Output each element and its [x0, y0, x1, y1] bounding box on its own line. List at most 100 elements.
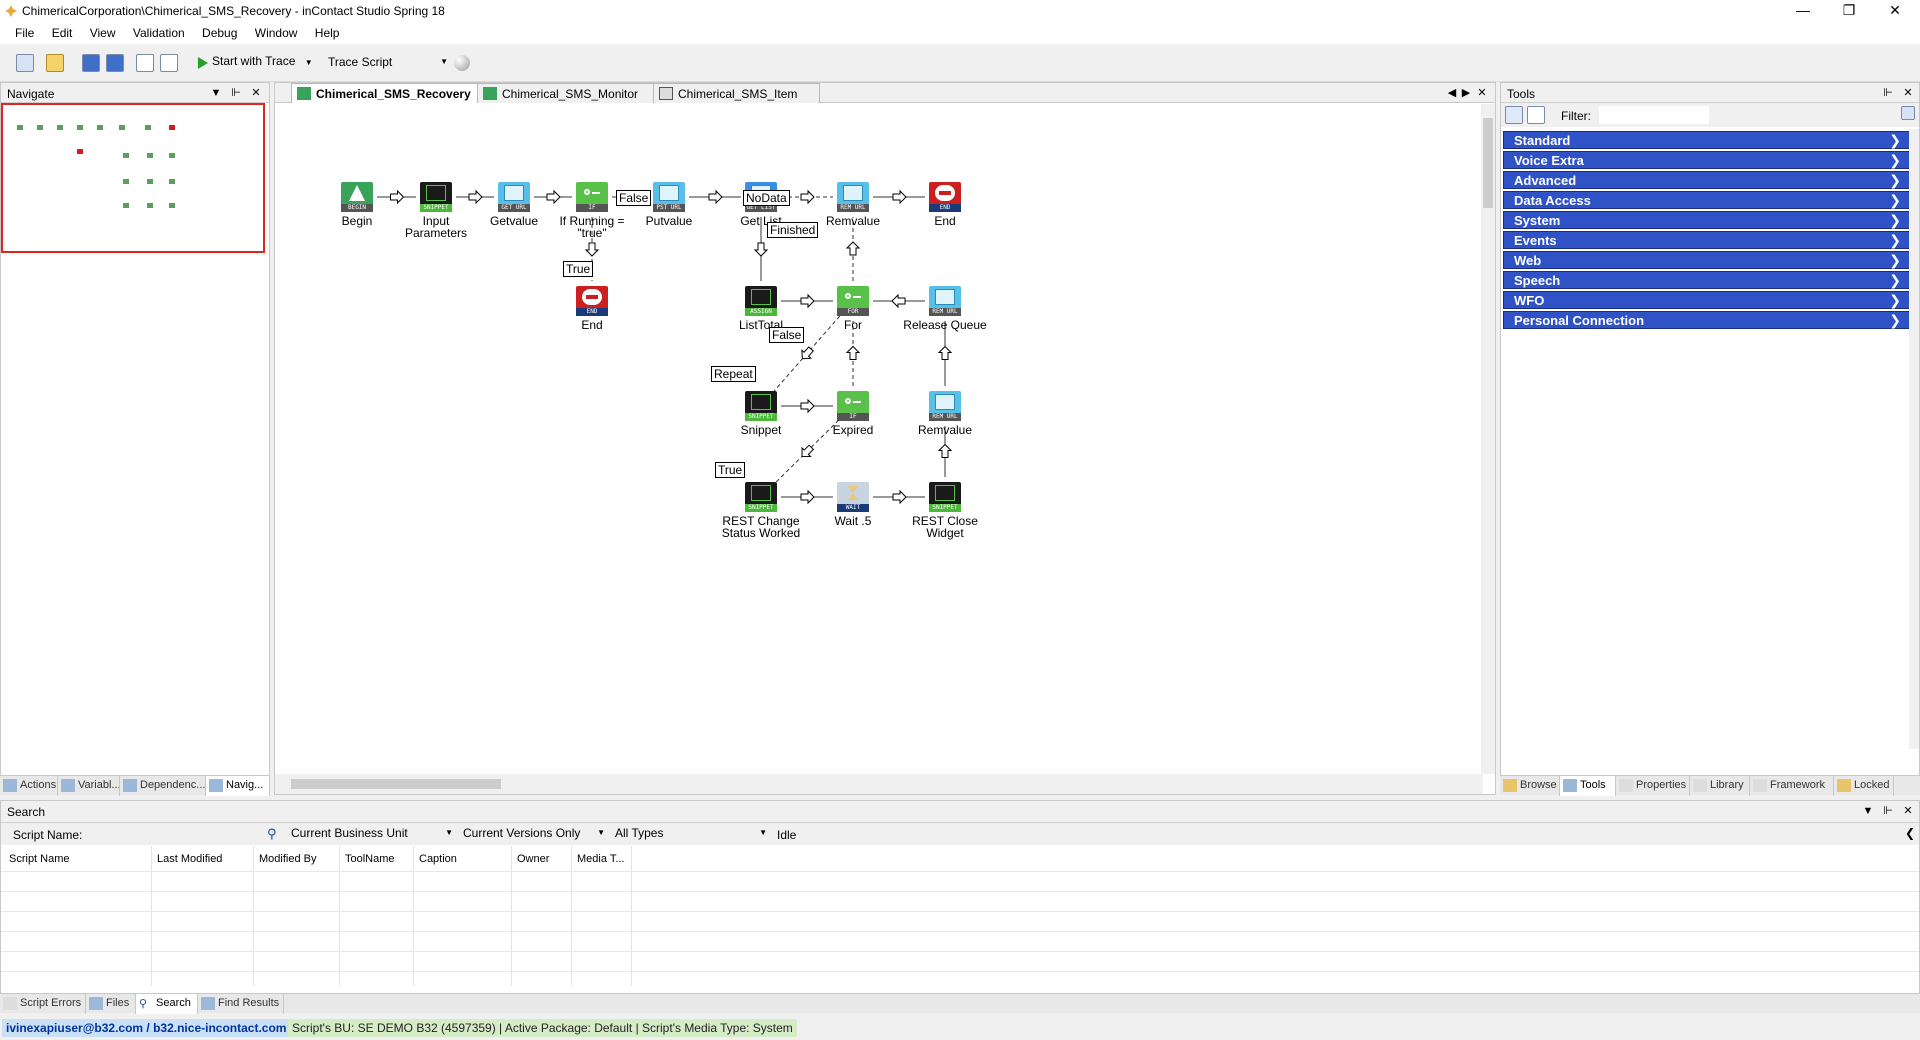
- tab-search[interactable]: ⚲Search: [136, 994, 198, 1014]
- menu-validation[interactable]: Validation: [132, 26, 185, 40]
- categorized-icon[interactable]: [1505, 106, 1523, 124]
- tab-chimerical-sms-monitor[interactable]: Chimerical_SMS_Monitor: [477, 83, 662, 103]
- tab-library[interactable]: Library: [1690, 776, 1750, 796]
- column-toolname[interactable]: ToolName: [345, 853, 395, 865]
- navigate-preview[interactable]: [1, 103, 265, 253]
- tab-actions[interactable]: Actions: [0, 776, 58, 796]
- column-modified-by[interactable]: Modified By: [259, 853, 317, 865]
- dropdown-icon[interactable]: ▼: [1862, 805, 1874, 817]
- tab-framework[interactable]: Framework: [1750, 776, 1834, 796]
- tab-chimerical-sms-item[interactable]: Chimerical_SMS_Item: [653, 83, 821, 103]
- tool-category-standard[interactable]: Standard❯: [1503, 131, 1910, 149]
- new-script-icon[interactable]: [16, 54, 34, 72]
- flow-node[interactable]: IF: [576, 182, 608, 212]
- vertical-scrollbar[interactable]: [1481, 104, 1495, 774]
- flow-node[interactable]: BEGIN: [341, 182, 373, 212]
- versions-dropdown[interactable]: Current Versions Only▼: [463, 826, 609, 844]
- column-script-name[interactable]: Script Name: [9, 853, 70, 865]
- search-icon[interactable]: ⚲: [267, 826, 277, 841]
- pin-icon[interactable]: ⊩: [1883, 805, 1893, 817]
- flow-node[interactable]: SNIPPET: [420, 182, 452, 212]
- column-owner[interactable]: Owner: [517, 853, 550, 865]
- flow-node[interactable]: SNIPPET: [929, 482, 961, 512]
- tool-category-voice-extra[interactable]: Voice Extra❯: [1503, 151, 1910, 169]
- menu-edit[interactable]: Edit: [51, 26, 73, 40]
- flow-node[interactable]: SNIPPET: [745, 482, 777, 512]
- flow-node[interactable]: PST URL: [653, 182, 685, 212]
- flow-node[interactable]: REM URL: [929, 286, 961, 316]
- tab-navigate[interactable]: Navig...: [206, 776, 270, 796]
- pin-icon[interactable]: ⊩: [231, 87, 241, 99]
- flow-node[interactable]: END: [929, 182, 961, 212]
- dropdown-icon[interactable]: ▼: [210, 87, 222, 99]
- tool-category-advanced[interactable]: Advanced❯: [1503, 171, 1910, 189]
- filter-input[interactable]: [1599, 106, 1709, 124]
- trace-script-dropdown[interactable]: Trace Script ▼: [324, 52, 452, 72]
- close-icon[interactable]: ✕: [1903, 87, 1913, 99]
- sort-alpha-icon[interactable]: [1527, 106, 1545, 124]
- flow-node[interactable]: WAIT: [837, 482, 869, 512]
- tab-dependencies[interactable]: Dependenc...: [120, 776, 206, 796]
- tab-chimerical-sms-recovery[interactable]: Chimerical_SMS_Recovery: [291, 83, 478, 103]
- save-all-icon[interactable]: [106, 54, 124, 72]
- scroll-right-icon[interactable]: ▶: [1461, 87, 1471, 99]
- menu-file[interactable]: File: [15, 26, 35, 40]
- tab-tools[interactable]: Tools: [1560, 776, 1616, 796]
- connector-arrow: [800, 489, 815, 505]
- business-unit-dropdown[interactable]: Current Business Unit▼: [291, 826, 457, 844]
- scroll-left-icon[interactable]: ◀: [1447, 87, 1457, 99]
- tab-files[interactable]: Files: [86, 994, 136, 1014]
- tool-category-personal-connection[interactable]: Personal Connection❯: [1503, 311, 1910, 329]
- restore-icon[interactable]: ❐: [1842, 2, 1856, 18]
- menu-debug[interactable]: Debug: [202, 26, 238, 40]
- close-icon[interactable]: ✕: [251, 87, 261, 99]
- flow-node[interactable]: GET URL: [498, 182, 530, 212]
- start-trace-button[interactable]: Start with Trace ▼: [196, 54, 313, 72]
- flow-node[interactable]: FOR: [837, 286, 869, 316]
- tool-category-wfo[interactable]: WFO❯: [1503, 291, 1910, 309]
- pin-icon[interactable]: ⊩: [1883, 87, 1893, 99]
- flow-node[interactable]: ASSIGN: [745, 286, 777, 316]
- menu-window[interactable]: Window: [254, 26, 298, 40]
- close-icon[interactable]: ✕: [1903, 805, 1913, 817]
- tools-scrollbar[interactable]: [1909, 129, 1919, 749]
- tab-browse[interactable]: Browse: [1500, 776, 1560, 796]
- tab-locked[interactable]: Locked: [1834, 776, 1894, 796]
- flow-node[interactable]: REM URL: [837, 182, 869, 212]
- types-dropdown[interactable]: All Types▼: [615, 826, 771, 844]
- column-caption[interactable]: Caption: [419, 853, 457, 865]
- close-icon[interactable]: ✕: [1889, 2, 1901, 18]
- record-icon[interactable]: [454, 55, 470, 71]
- tab-script-errors[interactable]: Script Errors: [0, 994, 86, 1014]
- tool-category-speech[interactable]: Speech❯: [1503, 271, 1910, 289]
- menu-help[interactable]: Help: [314, 26, 340, 40]
- fit-icon[interactable]: [160, 54, 178, 72]
- flow-node[interactable]: END: [576, 286, 608, 316]
- move-icon[interactable]: [136, 54, 154, 72]
- horizontal-scrollbar[interactable]: [275, 774, 1483, 794]
- property-pages-icon[interactable]: [1901, 106, 1915, 120]
- tab-find-results[interactable]: Find Results: [198, 994, 284, 1014]
- tool-category-web[interactable]: Web❯: [1503, 251, 1910, 269]
- collapse-icon[interactable]: ❮: [1905, 826, 1916, 840]
- tab-variables[interactable]: Variabl...: [58, 776, 120, 796]
- tool-category-data-access[interactable]: Data Access❯: [1503, 191, 1910, 209]
- open-folder-icon[interactable]: [46, 54, 64, 72]
- minimize-icon[interactable]: —: [1796, 2, 1810, 18]
- scroll-thumb[interactable]: [291, 779, 501, 789]
- script-name-input[interactable]: [85, 825, 265, 843]
- tool-category-events[interactable]: Events❯: [1503, 231, 1910, 249]
- bottom-panel-tabs: Script Errors Files ⚲Search Find Results: [0, 993, 1920, 1014]
- save-icon[interactable]: [82, 54, 100, 72]
- flow-node[interactable]: REM URL: [929, 391, 961, 421]
- column-media-type[interactable]: Media T...: [577, 853, 625, 865]
- column-last-modified[interactable]: Last Modified: [157, 853, 223, 865]
- flow-node[interactable]: IF: [837, 391, 869, 421]
- close-icon[interactable]: ✕: [1477, 87, 1487, 99]
- flow-node[interactable]: SNIPPET: [745, 391, 777, 421]
- scroll-thumb[interactable]: [1483, 118, 1493, 208]
- tool-category-system[interactable]: System❯: [1503, 211, 1910, 229]
- tab-properties[interactable]: Properties: [1616, 776, 1690, 796]
- menu-view[interactable]: View: [89, 26, 116, 40]
